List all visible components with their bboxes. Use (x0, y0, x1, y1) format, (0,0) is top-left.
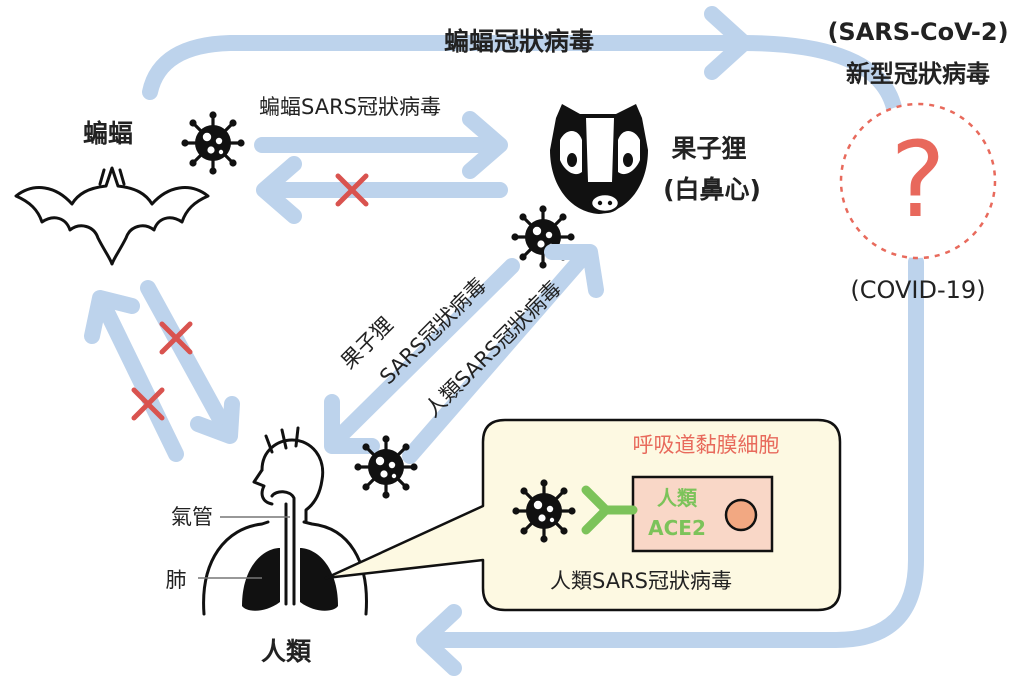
civet-alias-label: (白鼻心) (663, 175, 761, 204)
civet-icon (550, 104, 648, 214)
human-to-bat-arrow (84, 290, 184, 462)
human-virus-icon (352, 433, 420, 501)
human-sars-coronavirus-diag-label: 人類SARS冠狀病毒 (420, 276, 566, 422)
lungs-icon (242, 548, 338, 611)
ace2-receptor-icon (581, 485, 638, 535)
mucosa-callout: 呼吸道黏膜細胞 人類 ACE2 人類SARS冠狀病毒 (324, 418, 842, 612)
human-label: 人類 (261, 637, 312, 666)
civet-to-bat-arrow (256, 156, 508, 224)
ace2-label-line1: 人類 (657, 486, 698, 510)
lung-label: 肺 (166, 568, 187, 592)
ace2-label-line2: ACE2 (648, 516, 706, 540)
loop-arrowheads (416, 6, 752, 676)
civet-to-human-arrow (324, 258, 520, 454)
question-mark-icon: ? (890, 119, 945, 241)
cell-nucleus (724, 498, 758, 532)
bat-virus-icon (179, 109, 247, 177)
covid-19-label: (COVID-19) (850, 276, 985, 304)
main-transmission-loop (142, 35, 924, 648)
human-to-civet-arrow (402, 244, 604, 464)
bat-sars-coronavirus-label: 蝙蝠SARS冠狀病毒 (259, 95, 441, 119)
bat-to-civet-arrow (254, 111, 508, 179)
callout-virus-icon (510, 477, 578, 545)
bat-label: 蝙蝠 (83, 119, 133, 148)
unknown-origin-circle (839, 102, 997, 260)
new-virus-node: (SARS-CoV-2) 新型冠狀病毒 ? (COVID-19) (827, 18, 1008, 304)
respiratory-cell-title: 呼吸道黏膜細胞 (633, 433, 780, 457)
bat-icon (14, 166, 210, 266)
civet-label: 果子狸 (671, 134, 746, 163)
bat-to-human-arrow (140, 280, 240, 444)
trachea-label: 氣管 (171, 505, 213, 529)
human-sars-coronavirus-label: 人類SARS冠狀病毒 (550, 569, 732, 593)
sars-cov-2-label: (SARS-CoV-2) (827, 18, 1008, 46)
human-icon (202, 426, 368, 616)
new-coronavirus-label: 新型冠狀病毒 (846, 60, 990, 88)
bat-coronavirus-label: 蝙蝠冠狀病毒 (444, 27, 594, 56)
